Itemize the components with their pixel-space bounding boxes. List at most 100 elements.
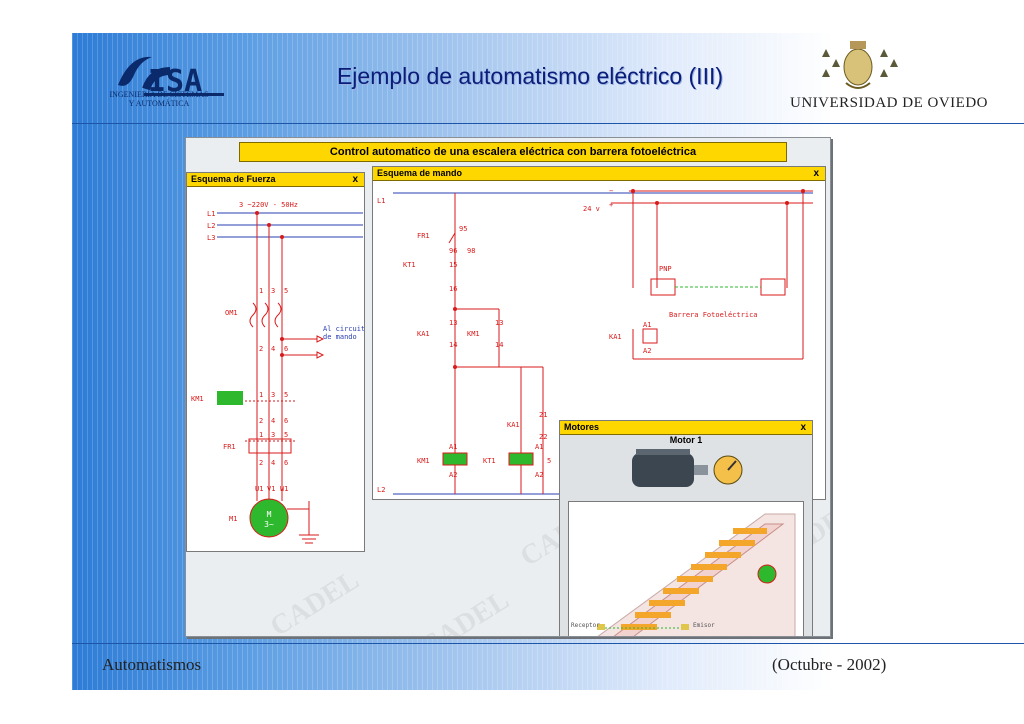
terminal-label: 3 [271,431,275,439]
terminal-label: V1 [267,485,275,493]
motor-3-text: 3~ [264,520,274,529]
watermark: CADEL [264,564,365,637]
motores-window-title: Motores [564,422,600,432]
ka1-label: KA1 [507,421,520,429]
km1-coil[interactable] [217,391,243,405]
terminal-label: W1 [280,485,288,493]
barrera-label: Barrera Fotoeléctrica [669,311,758,319]
footer-rule [72,643,1024,644]
terminal-label: 4 [271,345,275,353]
terminal-label: 6 [284,345,288,353]
kt1-coil-label: KT1 [483,457,496,465]
terminal-label: 13 [495,319,503,327]
close-button[interactable]: x [813,168,819,179]
km1-coil-label: KM1 [417,457,430,465]
terminal-label: 4 [271,459,275,467]
terminal-label: 2 [259,345,263,353]
terminal-label: 5 [284,287,288,295]
university-crest-icon [822,41,898,89]
ka1-coil-label: KA1 [609,333,622,341]
watermark: CADEL [414,584,515,637]
l1-label: L1 [207,210,215,218]
terminal-label: A2 [535,471,543,479]
m1-label: M1 [229,515,237,523]
terminal-label: 21 [539,411,547,419]
mando-window-title: Esquema de mando [377,168,463,178]
motor-icon[interactable] [624,445,748,495]
fuerza-window-title: Esquema de Fuerza [191,174,276,184]
l2-label: L2 [207,222,215,230]
terminal-label: 6 [284,417,288,425]
terminal-label: 14 [449,341,457,349]
simulator-screenshot: CADEL CADEL CADEL CADEL CADEL Control au… [185,137,831,637]
power-circuit-diagram: 3 ~220V - 50Hz L1 L2 L3 OM1 KM1 FR1 M1 1… [191,201,369,544]
de-mando-label: de mando [323,333,357,341]
motor-label: Motor 1 [669,435,703,445]
terminal-label: 15 [449,261,457,269]
terminal-label: 3 [271,287,275,295]
terminal-label: 98 [467,247,475,255]
terminal-label: 13 [449,319,457,327]
control-circuit-diagram: L1 L2 24 v − + FR1 95 96 98 KT1 15 16 KA… [377,187,813,495]
app-banner: Control automatico de una escalera eléct… [239,142,787,162]
fr1-label: FR1 [223,443,236,451]
terminal-label: A1 [535,443,543,451]
v24-label: 24 v [583,205,600,213]
kt1-label: KT1 [403,261,416,269]
motor-m-text: M [267,510,272,519]
terminal-label: 4 [271,417,275,425]
om1-label: OM1 [225,309,238,317]
footer-course: Automatismos [102,655,202,674]
close-button[interactable]: x [800,422,806,433]
isa-sub-line1: INGENIERÍA DE SISTEMAS [109,90,209,99]
motor-m1-icon[interactable] [249,498,289,538]
terminal-label: U1 [255,485,263,493]
close-button[interactable]: x [352,174,358,185]
km1-contact-label: KM1 [467,330,480,338]
fuerza-window-titlebar[interactable]: Esquema de Fuerza x [187,173,364,187]
km1-label: KM1 [191,395,204,403]
terminal-label: 5 [284,431,288,439]
terminal-label: 1 [259,431,263,439]
page-title: Ejemplo de automatismo eléctrico (III) [336,63,724,89]
terminal-label: 6 [284,459,288,467]
terminal-label: 96 [449,247,457,255]
terminal-label: 1 [259,287,263,295]
terminal-label: A1 [449,443,457,451]
plus-label: + [609,201,613,209]
terminal-label: A2 [643,347,651,355]
l2-label: L2 [377,486,385,494]
terminal-label: 1 [259,391,263,399]
isa-sub-line2: Y AUTOMÁTICA [128,99,190,108]
escalator-view: Receptor Emisor [568,501,804,636]
terminal-label: 2 [259,417,263,425]
al-circuito-label: Al circuito [323,325,364,333]
header-rule [72,123,1024,124]
minus-label: − [609,187,613,195]
terminal-label: 3 [271,391,275,399]
terminal-label: A1 [643,321,651,329]
escalator-illustration: Receptor Emisor [571,513,796,636]
l1-label: L1 [377,197,385,205]
terminal-label: 5 [547,457,551,465]
motores-window[interactable]: Motores x Motor 1 [559,420,813,636]
terminal-label: 2 [259,459,263,467]
slide: ISA INGENIERÍA DE SISTEMAS Y AUTOMÁTICA … [72,33,1024,690]
emisor-label: Emisor [693,622,715,629]
ka1-label: KA1 [417,330,430,338]
terminal-label: 5 [284,391,288,399]
university-name: UNIVERSIDAD DE OVIEDO [790,95,988,111]
fuerza-window[interactable]: Esquema de Fuerza x [186,172,369,552]
terminal-label: 22 [539,433,547,441]
supply-label: 3 ~220V - 50Hz [239,201,298,209]
l3-label: L3 [207,234,215,242]
terminal-label: 95 [459,225,467,233]
isa-logo-subtitle: INGENIERÍA DE SISTEMAS Y AUTOMÁTICA [104,90,214,108]
terminal-label: 14 [495,341,503,349]
footer-date: (Octubre - 2002) [772,655,887,674]
motores-window-titlebar[interactable]: Motores x [560,421,812,435]
isa-logo: ISA [118,56,224,99]
fr1-contact-label: FR1 [417,232,430,240]
terminal-label: 16 [449,285,457,293]
mando-window-titlebar[interactable]: Esquema de mando x [373,167,825,181]
